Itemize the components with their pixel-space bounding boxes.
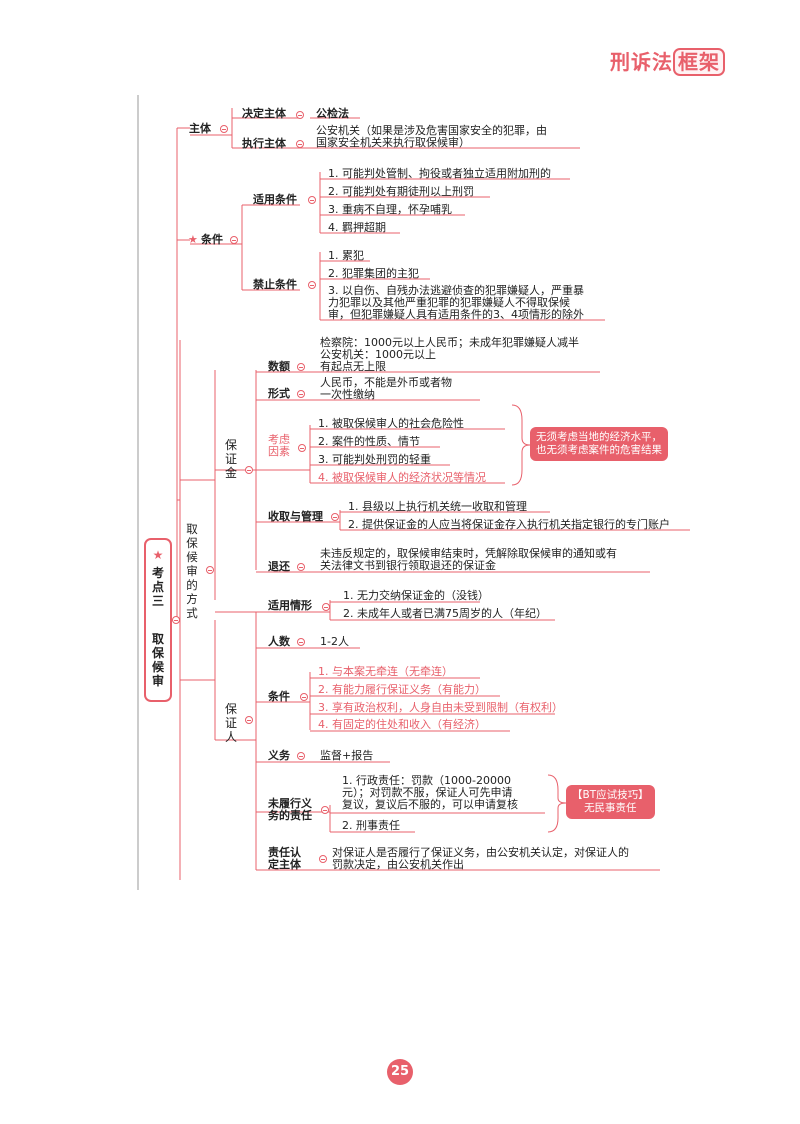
execution-subject-line-2: 国家安全机关来执行取保候审） [316, 136, 470, 149]
factor-item: 1. 被取保候审人的社会危险性 [318, 417, 464, 430]
decision-subject-label: 决定主体 [242, 107, 286, 120]
management-item: 2. 提供保证金的人应当将保证金存入执行机关指定银行的专门账户 [348, 518, 670, 531]
authority-label-line-1: 责任认 [268, 846, 301, 859]
collapse-icon[interactable] [300, 693, 308, 701]
factors-note-badge: 无须考虑当地的经济水平， 也无须考虑案件的危害结果 [530, 427, 668, 461]
applicable-item: 4. 羁押超期 [328, 221, 386, 234]
execution-subject-line-1: 公安机关（如果是涉及危害国家安全的犯罪，由 [316, 124, 547, 137]
applicable-item: 1. 可能判处管制、拘役或者独立适用附加刑的 [328, 167, 551, 180]
liability-item-1-line-1: 1. 行政责任：罚款（1000-20000 [342, 774, 511, 787]
collapse-icon[interactable] [297, 638, 305, 646]
prohibited-item-3-line-2: 力犯罪以及其他严重犯罪的犯罪嫌疑人不得取保候 [328, 296, 570, 309]
collapse-icon[interactable] [322, 603, 330, 611]
collapse-icon[interactable] [297, 390, 305, 398]
refund-label: 退还 [268, 560, 290, 573]
factors-label-line-2: 因素 [268, 445, 290, 458]
exam-tip-line-1: 【BT应试技巧】 [572, 789, 649, 801]
amount-line: 公安机关：1000元以上 [320, 348, 436, 361]
collapse-icon[interactable] [296, 111, 304, 119]
prohibited-item-3-line-1: 3. 以自伤、自残办法逃避侦查的犯罪嫌疑人，严重暴 [328, 284, 584, 297]
brand-logo: 刑诉法框架 [610, 46, 725, 76]
prohibited-item: 2. 犯罪集团的主犯 [328, 267, 419, 280]
collapse-icon[interactable] [172, 616, 180, 624]
topic-number: 考点三 [151, 566, 164, 608]
collapse-icon[interactable] [331, 513, 339, 521]
duty-label: 义务 [268, 749, 290, 762]
logo-frame-text: 框架 [673, 48, 725, 76]
guarantor-label: 保证人 [224, 702, 237, 744]
collapse-icon[interactable] [245, 716, 253, 724]
guarantor-condition-item: 3. 享有政治权利，人身自由未受到限制（有权利） [318, 701, 563, 714]
methods-label: 取保候审的方式 [186, 522, 198, 620]
liability-label-line-1: 未履行义 [268, 797, 312, 810]
collapse-icon[interactable] [308, 281, 316, 289]
execution-subject-label: 执行主体 [242, 137, 286, 150]
guarantor-condition-item: 2. 有能力履行保证义务（有能力） [318, 683, 486, 696]
collapse-icon[interactable] [298, 444, 306, 452]
collapse-icon[interactable] [206, 566, 214, 574]
prohibited-item: 1. 累犯 [328, 249, 364, 262]
star-icon: ★ [188, 233, 198, 246]
liability-label-line-2: 务的责任 [268, 809, 312, 822]
exam-tip-badge: 【BT应试技巧】 无民事责任 [566, 785, 655, 819]
collapse-icon[interactable] [319, 855, 327, 863]
collapse-icon[interactable] [297, 563, 305, 571]
applicable-conditions-label: 适用条件 [253, 193, 297, 206]
authority-label-line-2: 定主体 [268, 858, 301, 871]
logo-text: 刑诉法 [610, 50, 673, 74]
bail-money-label: 保证金 [224, 438, 237, 480]
liability-item-1-line-3: 复议，复议后不服的，可以申请复核 [342, 798, 518, 811]
management-label: 收取与管理 [268, 510, 323, 523]
prohibited-conditions-label: 禁止条件 [253, 278, 297, 291]
factors-note-line-2: 也无须考虑案件的危害结果 [536, 444, 662, 456]
guarantor-condition-item: 4. 有固定的住处和收入（有经济） [318, 718, 486, 731]
amount-label: 数额 [268, 360, 290, 373]
collapse-icon[interactable] [297, 363, 305, 371]
subject-label: 主体 [189, 122, 211, 135]
count-value: 1-2人 [320, 635, 349, 648]
collapse-icon[interactable] [321, 806, 329, 814]
amount-line: 有起点无上限 [320, 360, 386, 373]
form-line: 一次性缴纳 [320, 388, 375, 401]
guarantor-condition-item: 1. 与本案无牵连（无牵连） [318, 665, 453, 678]
liability-item-2: 2. 刑事责任 [342, 819, 400, 832]
authority-line: 罚款决定，由公安机关作出 [332, 858, 464, 871]
factor-item: 3. 可能判处刑罚的轻重 [318, 453, 431, 466]
collapse-icon[interactable] [220, 125, 228, 133]
amount-line: 检察院：1000元以上人民币；未成年犯罪嫌疑人减半 [320, 336, 579, 349]
factors-label-line-1: 考虑 [268, 433, 290, 446]
collapse-icon[interactable] [296, 140, 304, 148]
topic-title-box: ★ 考点三 取保候审 [144, 538, 172, 702]
count-label: 人数 [268, 635, 290, 648]
situation-item: 2. 未成年人或者已满75周岁的人（年纪） [343, 607, 547, 620]
decision-subject-value: 公检法 [316, 107, 349, 120]
situations-label: 适用情形 [268, 599, 312, 612]
refund-line: 关法律文书到银行领取退还的保证金 [320, 559, 496, 572]
authority-line: 对保证人是否履行了保证义务，由公安机关认定，对保证人的 [332, 846, 629, 859]
factor-item: 2. 案件的性质、情节 [318, 435, 420, 448]
prohibited-item-3-line-3: 审，但犯罪嫌疑人具有适用条件的3、4项情形的除外 [328, 308, 584, 321]
exam-tip-line-2: 无民事责任 [584, 802, 637, 814]
collapse-icon[interactable] [297, 752, 305, 760]
guarantor-conditions-label: 条件 [268, 690, 290, 703]
factor-item: 4. 被取保候审人的经济状况等情况 [318, 471, 486, 484]
applicable-item: 3. 重病不自理，怀孕哺乳 [328, 203, 452, 216]
collapse-icon[interactable] [230, 236, 238, 244]
liability-item-1-line-2: 元）；对罚款不服，保证人可先申请 [342, 786, 513, 799]
factors-note-line-1: 无须考虑当地的经济水平， [536, 431, 662, 443]
collapse-icon[interactable] [245, 466, 253, 474]
collapse-icon[interactable] [308, 196, 316, 204]
situation-item: 1. 无力交纳保证金的（没钱） [343, 589, 489, 602]
page-number: 25 [387, 1059, 413, 1085]
duty-value: 监督+报告 [320, 749, 374, 762]
refund-line: 未违反规定的，取保候审结束时，凭解除取保候审的通知或有 [320, 547, 617, 560]
form-line: 人民币，不能是外币或者物 [320, 376, 452, 389]
management-item: 1. 县级以上执行机关统一收取和管理 [348, 500, 527, 513]
applicable-item: 2. 可能判处有期徒刑以上刑罚 [328, 185, 474, 198]
form-label: 形式 [268, 387, 290, 400]
star-icon: ★ [152, 548, 164, 562]
conditions-label: 条件 [201, 233, 223, 246]
topic-name: 取保候审 [151, 632, 164, 688]
